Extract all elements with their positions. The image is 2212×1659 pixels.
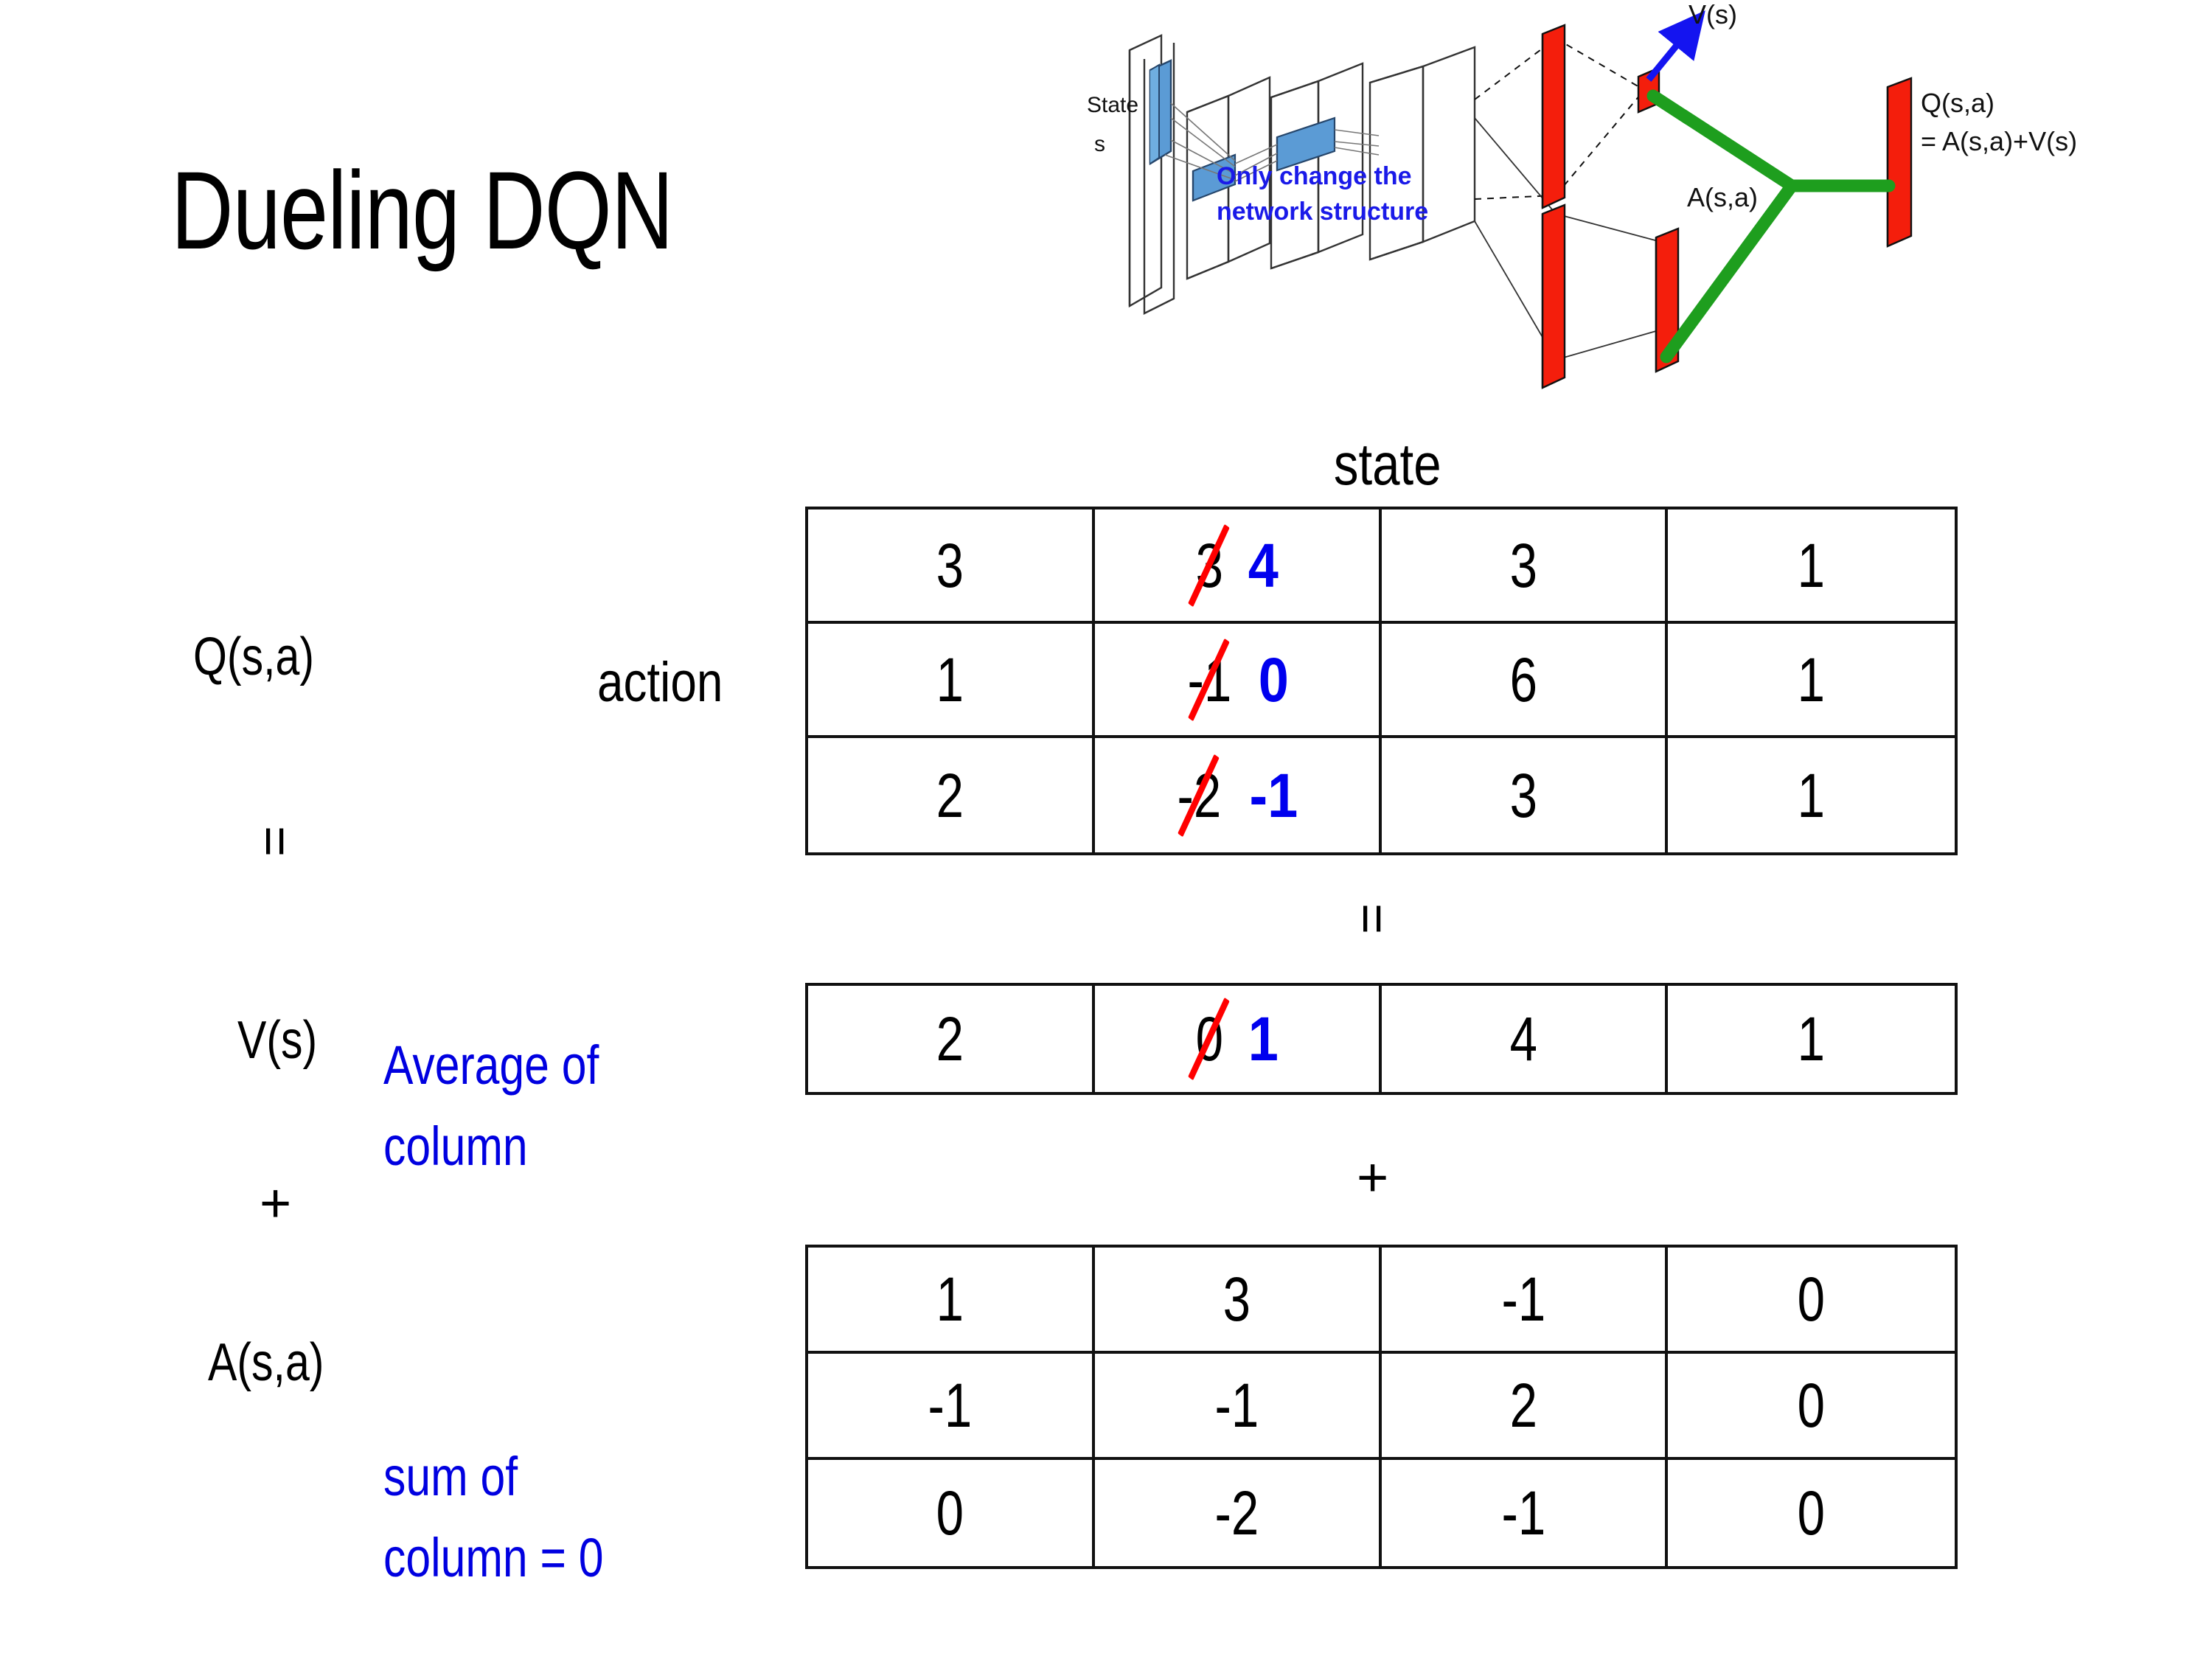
annotation-sum-of-column-line1: sum of <box>383 1446 518 1507</box>
table-cell: 0 <box>808 1460 1095 1566</box>
cell-value: -1 <box>1214 1371 1259 1440</box>
cell-value: 1 <box>936 1265 964 1334</box>
strikethrough-mark <box>1188 638 1231 721</box>
diagram-state-label-line2: s <box>1094 132 1105 156</box>
v-function-label: V(s) <box>237 1011 318 1070</box>
table-cell: 1 <box>1668 738 1955 852</box>
table-cell: 6 <box>1381 624 1669 738</box>
diagram-note-line2: network structure <box>1217 198 1428 226</box>
table-cell: 1 <box>1668 624 1955 738</box>
table-cell: -1 <box>1094 1354 1382 1460</box>
diagram-value-label: V(s) <box>1688 0 1737 29</box>
struck-old-value: 3 <box>1188 524 1231 607</box>
state-axis-label: state <box>1333 431 1441 497</box>
replacement-value: 0 <box>1258 644 1290 714</box>
cell-value: 3 <box>1222 1265 1251 1334</box>
cell-value: 1 <box>1797 530 1826 600</box>
cell-value: 3 <box>1509 760 1537 830</box>
plus-operator-tables: + <box>1357 1147 1389 1208</box>
cell-value: -1 <box>1500 1265 1545 1334</box>
table-cell: -1 <box>1381 1248 1669 1354</box>
replacement-value: 4 <box>1248 530 1279 600</box>
annotation-sum-of-column-line2: column = 0 <box>383 1527 604 1588</box>
cell-value: 1 <box>1797 760 1826 830</box>
table-cell: 4 <box>1382 986 1669 1092</box>
struck-old-value: -2 <box>1178 754 1222 837</box>
table-cell: 1 <box>808 624 1095 738</box>
struck-cell: -1 0 <box>1182 638 1290 721</box>
diagram-q-label-line1: Q(s,a) <box>1921 88 1994 118</box>
table-cell: 0 <box>1668 1460 1955 1566</box>
annotation-average-of-column-line2: column <box>383 1116 528 1177</box>
dueling-network-diagram: State s Only change the network structur… <box>1084 0 2212 424</box>
struck-old-value: 0 <box>1188 997 1231 1081</box>
cell-value: 1 <box>936 644 964 714</box>
diagram-state-label-line1: State <box>1087 93 1138 117</box>
strikethrough-mark <box>1188 997 1231 1081</box>
page-title: Dueling DQN <box>171 148 673 272</box>
table-cell: 0 <box>1668 1354 1955 1460</box>
a-table: 1 3 -1 0 -1 -1 2 0 0 -2 -1 0 <box>805 1245 1958 1569</box>
cell-value: 2 <box>936 760 964 830</box>
strikethrough-mark <box>1188 524 1231 607</box>
cell-value: 2 <box>1509 1371 1537 1440</box>
table-cell: 3 <box>1381 509 1669 624</box>
diagram-advantage-label: A(s,a) <box>1687 182 1758 212</box>
cell-value: 0 <box>1797 1478 1826 1548</box>
table-cell: 3 <box>1094 1248 1382 1354</box>
table-cell: -1 0 <box>1094 624 1382 738</box>
table-cell: 1 <box>808 1248 1095 1354</box>
table-cell: 3 <box>1382 738 1669 852</box>
table-cell: -1 <box>808 1354 1095 1460</box>
annotation-average-of-column-line1: Average of <box>383 1034 599 1096</box>
diagram-q-label-line2: = A(s,a)+V(s) <box>1921 126 2077 156</box>
plus-operator-v-a: + <box>260 1172 292 1234</box>
replacement-value: 1 <box>1248 1004 1279 1074</box>
diagram-note-line1: Only change the <box>1217 162 1412 190</box>
action-axis-label: action <box>597 651 723 714</box>
table-cell: -2 <box>1095 1460 1382 1566</box>
table-cell: 2 <box>808 738 1095 852</box>
table-cell: -2 -1 <box>1095 738 1382 852</box>
table-cell: 1 <box>1668 509 1955 624</box>
cell-value: 3 <box>936 530 964 600</box>
table-cell: 2 <box>1381 1354 1669 1460</box>
cell-value: 1 <box>1797 1004 1826 1074</box>
strikethrough-mark <box>1178 754 1220 837</box>
cell-value: 0 <box>1797 1265 1826 1334</box>
cell-value: 0 <box>1797 1371 1826 1440</box>
struck-old-value: -1 <box>1188 638 1232 721</box>
cell-value: 4 <box>1509 1004 1537 1074</box>
cell-value: 0 <box>936 1478 964 1548</box>
struck-cell: -2 -1 <box>1172 754 1301 837</box>
replacement-value: -1 <box>1249 760 1298 830</box>
q-function-label: Q(s,a) <box>193 627 315 686</box>
cell-value: 3 <box>1509 530 1537 600</box>
cell-value: -2 <box>1214 1478 1259 1548</box>
cell-value: -1 <box>1500 1478 1545 1548</box>
table-cell: 2 <box>808 986 1095 1092</box>
equals-operator-q-v: = <box>246 825 305 858</box>
cell-value: 6 <box>1509 644 1537 714</box>
cell-value: 2 <box>936 1004 964 1074</box>
cell-value: -1 <box>928 1371 973 1440</box>
table-cell: 3 <box>808 509 1095 624</box>
table-cell: -1 <box>1382 1460 1669 1566</box>
cell-value: 1 <box>1797 644 1826 714</box>
equals-operator-tables: = <box>1343 902 1402 935</box>
table-cell: 0 <box>1668 1248 1955 1354</box>
table-cell: 1 <box>1668 986 1955 1092</box>
a-function-label: A(s,a) <box>208 1333 324 1392</box>
